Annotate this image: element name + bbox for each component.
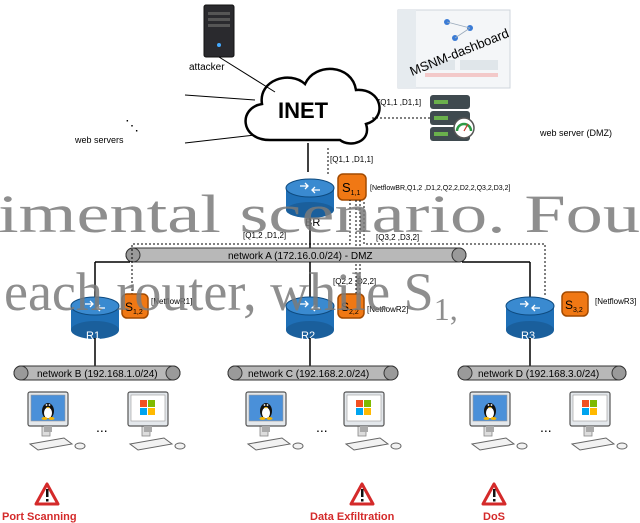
router-icon [285, 178, 335, 218]
workstation-icon [469, 391, 528, 451]
network-d-label: network D (192.168.3.0/24) [478, 369, 599, 380]
rack-server-icon [430, 95, 475, 141]
warning-triangle-icon [349, 482, 375, 506]
r1-sensor-dotted-path [131, 200, 351, 295]
workstation-icon [569, 391, 628, 451]
router-r3-name: R3 [521, 330, 535, 342]
workstation-icon [343, 391, 402, 451]
router-r1-name: R1 [86, 330, 100, 342]
sensor-r2-label: S2,2 [341, 300, 359, 316]
router-icon [505, 296, 555, 339]
annotation-netflow-r3: [NetflowR3] [595, 297, 636, 306]
dmz-server-label: web server (DMZ) [539, 128, 612, 138]
sensor-icon [561, 291, 589, 317]
network-a-label: network A (172.16.0.0/24) - DMZ [228, 251, 373, 262]
sensor-r3-label: S3,2 [565, 298, 583, 314]
router-icon [285, 296, 335, 339]
windows-logo-icon [140, 400, 155, 415]
linux-tux-icon [483, 403, 497, 420]
workstation-icon [27, 391, 86, 451]
annotation-q11-top: [Q1,1 ,D1,1] [378, 98, 421, 107]
hosts-ellipsis-d: ... [540, 419, 552, 435]
network-c-label: network C (192.168.2.0/24) [248, 369, 369, 380]
annotation-netflow-r2: [NetflowR2] [367, 305, 408, 314]
sensor-br-label: S1,1 [342, 180, 361, 197]
network-a-bar [125, 247, 467, 263]
workstation-icon [245, 391, 304, 451]
web-servers-label: web servers [74, 135, 124, 145]
r3-sensor-dotted-path [363, 200, 546, 295]
sensor-icon [337, 293, 365, 319]
annotation-netflow-br: [NetflowBR,Q1,2 ,D1,2,Q2,2,D2,2,Q3,2,D3,… [370, 185, 511, 192]
linux-tux-icon [259, 403, 273, 420]
web-servers-links [184, 94, 256, 144]
sensor-r1-label: S1,2 [125, 300, 143, 316]
network-b-label: network B (192.168.1.0/24) [37, 369, 158, 380]
overlay-caption-line2: each router, while S1, [4, 262, 458, 327]
attack-label-center: Data Exfiltration [310, 511, 395, 523]
network-c-bar [227, 365, 399, 381]
warning-triangle-icon [481, 482, 507, 506]
inet-label: INET [278, 98, 329, 123]
attacker-inet-link [218, 56, 276, 93]
annotation-q12: [Q1,2 ,D1,2] [243, 231, 286, 240]
router-br-name: BR [305, 217, 320, 229]
network-b-bar [13, 365, 181, 381]
hosts-ellipsis-b: ... [96, 419, 108, 435]
annotation-q22: [Q2,2 ,D2,2] [333, 277, 376, 286]
network-d-bar [457, 365, 627, 381]
sensor-icon [121, 293, 149, 319]
attack-label-left: Port Scanning [2, 511, 77, 523]
annotation-q32: [Q3,2 ,D3,2] [376, 233, 419, 242]
windows-logo-icon [582, 400, 597, 415]
annotation-netflow-r1: [NetflowR1] [151, 297, 192, 306]
warning-triangle-icon [34, 482, 60, 506]
router-r2-name: R2 [301, 330, 315, 342]
attack-label-right: DoS [483, 511, 505, 523]
sensor-icon [337, 173, 367, 201]
annotation-q11-br: [Q1,1 ,D1,1] [330, 155, 373, 164]
cloud-icon [244, 67, 381, 145]
dashboard-thumbnail-icon [397, 9, 511, 89]
linux-tux-icon [41, 403, 55, 420]
attacker-label: attacker [189, 62, 225, 73]
overlay-caption-line1: imental scenario. Fou [0, 184, 640, 244]
workstation-icon [127, 391, 186, 451]
workstations [27, 391, 628, 451]
router-icon [70, 296, 120, 339]
windows-logo-icon [356, 400, 371, 415]
hosts-ellipsis-c: ... [316, 419, 328, 435]
server-tower-icon [203, 4, 235, 58]
web-servers-dots: ⋱ [125, 117, 139, 133]
